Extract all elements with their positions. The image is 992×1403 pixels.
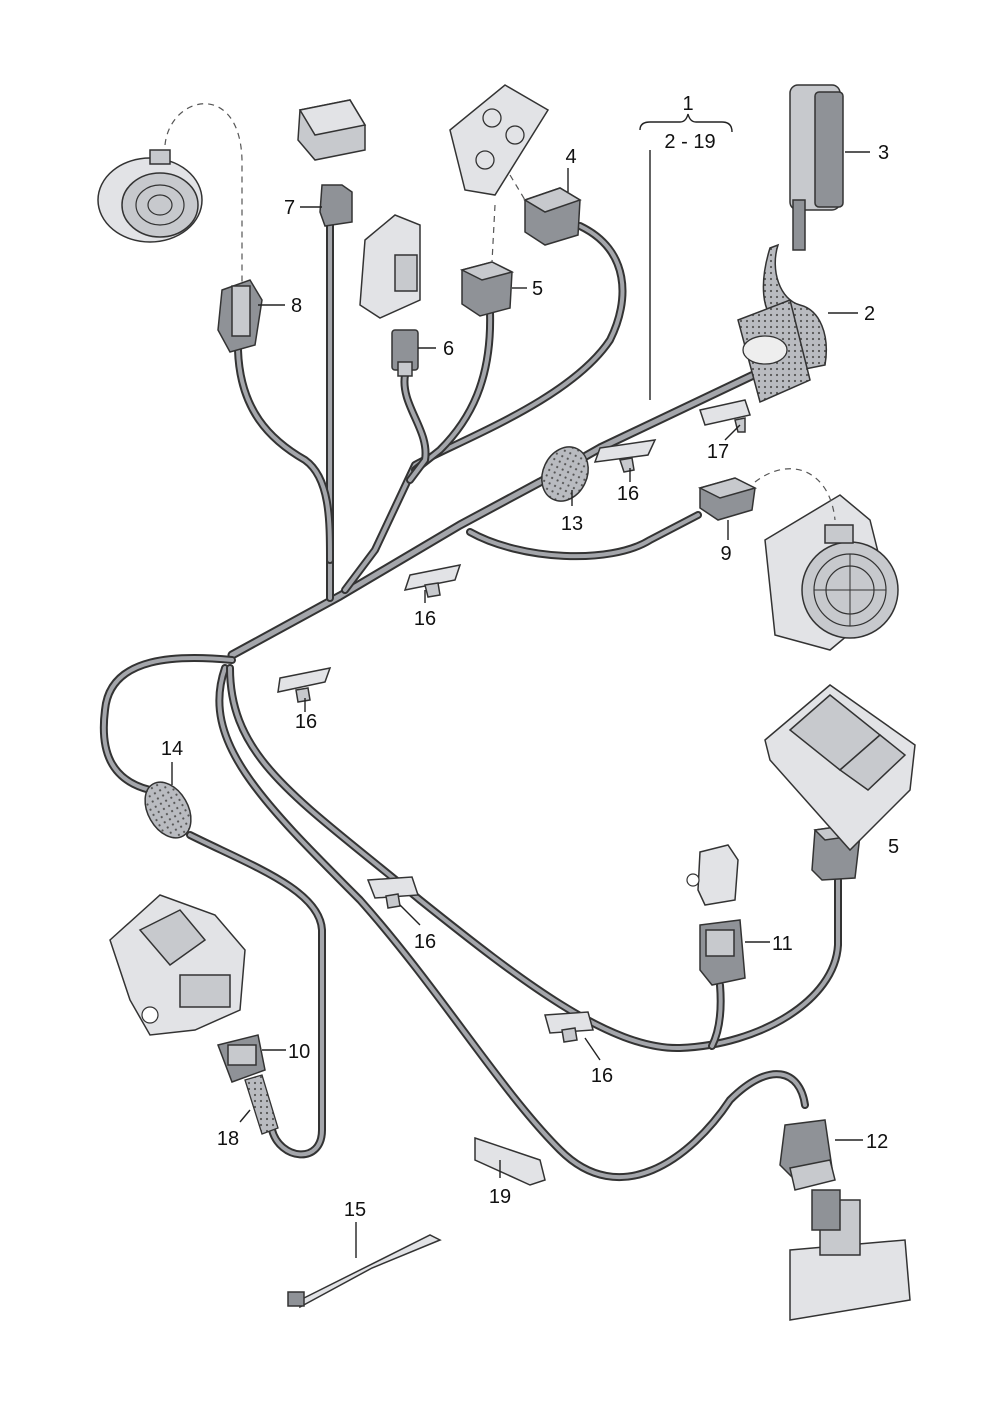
door-lock-unit xyxy=(109,894,246,1036)
callout-16-c: 16 xyxy=(295,711,317,733)
connector-6 xyxy=(391,329,419,377)
callout-9: 9 xyxy=(720,543,731,565)
callout-14: 14 xyxy=(161,738,183,760)
callout-10: 10 xyxy=(288,1041,310,1063)
connector-7 xyxy=(319,184,353,227)
clips xyxy=(277,399,751,1043)
callout-4: 4 xyxy=(565,146,576,168)
window-switch-block xyxy=(764,684,916,852)
callout-16-b: 16 xyxy=(414,608,436,630)
loudspeaker-top xyxy=(97,149,203,243)
callout-18: 18 xyxy=(217,1128,239,1150)
callout-16-a: 16 xyxy=(617,483,639,505)
grommet-13 xyxy=(541,446,589,502)
grommet-14 xyxy=(144,781,192,839)
cable-tie xyxy=(287,1234,442,1309)
callout-5-top: 5 xyxy=(532,278,543,300)
door-handle-sensor xyxy=(789,1189,911,1321)
relay-bracket xyxy=(686,844,739,906)
plug-19 xyxy=(474,1136,546,1186)
control-panel xyxy=(449,84,550,196)
callout-5-right: 5 xyxy=(888,836,899,858)
sleeve-18 xyxy=(244,1074,279,1135)
sleeve-2 xyxy=(737,243,827,404)
dashed-link-speaker-right xyxy=(754,468,836,521)
connector-9 xyxy=(697,477,758,521)
callout-16-e: 16 xyxy=(591,1065,613,1087)
callout-8: 8 xyxy=(291,295,302,317)
callout-3: 3 xyxy=(878,142,889,164)
switch-top xyxy=(297,99,367,161)
callout-13: 13 xyxy=(561,513,583,535)
connector-4 xyxy=(523,187,582,246)
connector-12 xyxy=(779,1119,836,1191)
dashed-link-panel-5 xyxy=(491,204,496,263)
connector-5-top xyxy=(459,261,515,317)
callout-1: 1 xyxy=(682,93,693,115)
harness-cables xyxy=(99,221,842,1182)
callout-1-range: 2 - 19 xyxy=(664,131,715,153)
dashed-link-speaker xyxy=(164,103,243,285)
leader-lines xyxy=(171,113,870,1258)
handle-module xyxy=(359,214,421,319)
callout-labels: 1 2 - 19 3 2 4 5 6 7 8 9 10 11 12 13 14 … xyxy=(161,93,899,1221)
callout-6: 6 xyxy=(443,338,454,360)
callout-17: 17 xyxy=(707,441,729,463)
connector-8 xyxy=(217,279,263,353)
callout-2: 2 xyxy=(864,303,875,325)
callout-7: 7 xyxy=(284,197,295,219)
callout-15: 15 xyxy=(344,1199,366,1221)
connector-3 xyxy=(789,84,844,251)
dashed-link-panel xyxy=(509,174,526,201)
callout-19: 19 xyxy=(489,1186,511,1208)
callout-12: 12 xyxy=(866,1131,888,1153)
connector-11 xyxy=(699,919,746,986)
callout-16-d: 16 xyxy=(414,931,436,953)
connector-10 xyxy=(217,1034,266,1083)
callout-11: 11 xyxy=(772,933,793,955)
loudspeaker-right xyxy=(764,494,899,651)
